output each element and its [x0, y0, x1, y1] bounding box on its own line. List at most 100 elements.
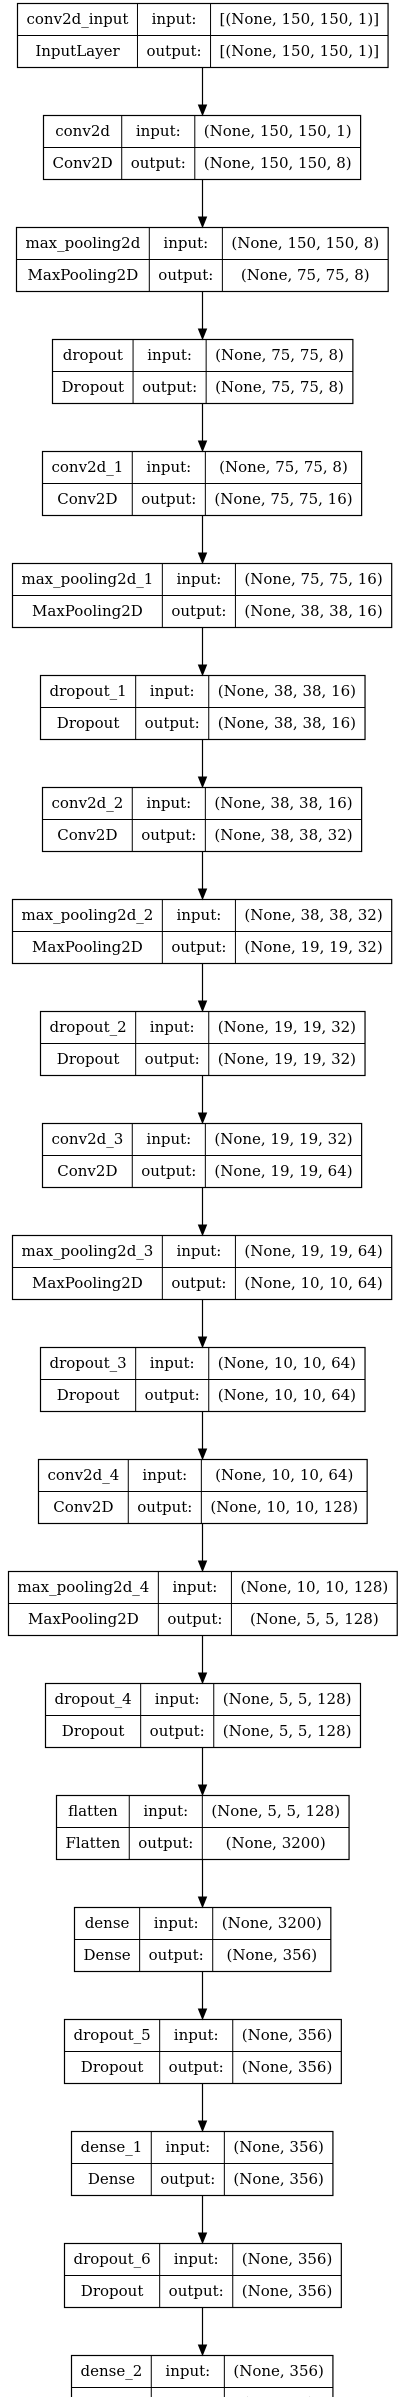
connection-arrow	[197, 2083, 208, 2133]
input-shape: (None, 356)	[242, 2250, 333, 2268]
input-shape: (None, 356)	[242, 2026, 333, 2044]
input-port-label: input:	[165, 2362, 210, 2380]
arrow-head-icon	[197, 2344, 208, 2357]
connection-arrow	[197, 1299, 208, 1349]
arrow-head-icon	[197, 1336, 208, 1349]
input-shape: (None, 38, 38, 32)	[244, 906, 382, 924]
layer-type: Dense	[84, 1946, 131, 1964]
input-port-label: input:	[136, 122, 181, 140]
input-shape: [(None, 150, 150, 1)]	[220, 10, 380, 28]
layer-type: Dropout	[62, 1722, 125, 1740]
input-port-label: input:	[147, 346, 192, 364]
arrow-head-icon	[197, 440, 208, 453]
layer-type: MaxPooling2D	[32, 938, 143, 956]
output-shape: (None, 38, 38, 16)	[244, 602, 382, 620]
layer-name: dropout_1	[50, 682, 127, 700]
output-shape: (None, 75, 75, 16)	[214, 490, 352, 508]
layer-type: InputLayer	[35, 42, 120, 60]
layer-type: Dropout	[81, 2058, 144, 2076]
arrow-head-icon	[197, 1448, 208, 1461]
output-port-label: output:	[150, 1722, 205, 1740]
output-shape: (None, 10, 10, 64)	[218, 1386, 356, 1404]
layer-name: max_pooling2d_2	[22, 906, 154, 924]
output-shape: (None, 356)	[226, 1946, 317, 1964]
connection-arrow	[197, 1859, 208, 1909]
output-port-label: output:	[131, 154, 186, 172]
arrow-head-icon	[197, 2232, 208, 2245]
input-port-label: input:	[150, 1354, 195, 1372]
layer-name: conv2d_1	[52, 458, 124, 476]
connection-arrow	[197, 2195, 208, 2245]
arrow-head-icon	[197, 1672, 208, 1685]
input-shape: (None, 150, 150, 8)	[231, 234, 379, 252]
layer-name: conv2d_4	[48, 1466, 120, 1484]
layer-name: conv2d	[55, 122, 110, 140]
output-port-label: output:	[160, 2394, 215, 2397]
output-shape: (None, 10, 10, 128)	[210, 1498, 358, 1516]
connection-arrow	[197, 627, 208, 677]
input-shape: (None, 75, 75, 8)	[219, 458, 348, 476]
input-port-label: input:	[163, 234, 208, 252]
output-shape: (None, 10, 10, 64)	[244, 1274, 382, 1292]
input-port-label: input:	[146, 1130, 191, 1148]
input-port-label: input:	[165, 2138, 210, 2156]
input-port-label: input:	[150, 682, 195, 700]
arrow-head-icon	[197, 2120, 208, 2133]
connection-arrow	[197, 1971, 208, 2021]
connection-arrow	[197, 403, 208, 453]
output-shape: [(None, 150, 150, 1)]	[220, 42, 380, 60]
layer-name: flatten	[68, 1802, 118, 1820]
layer-type: Conv2D	[53, 1498, 113, 1516]
connection-arrow	[197, 291, 208, 341]
arrow-head-icon	[197, 328, 208, 341]
input-shape: (None, 38, 38, 16)	[218, 682, 356, 700]
layer-type: Dropout	[81, 2282, 144, 2300]
layer-name: max_pooling2d_3	[22, 1242, 154, 1260]
layer-node-max_pooling2d_3: max_pooling2d_3MaxPooling2Dinput:output:…	[11, 1234, 393, 1301]
output-shape: (None, 5, 5, 128)	[223, 1722, 352, 1740]
arrow-head-icon	[197, 552, 208, 565]
layer-name: dense_1	[81, 2138, 143, 2156]
layer-type: Conv2D	[57, 1162, 117, 1180]
layer-type: Dense	[88, 2394, 135, 2397]
input-port-label: input:	[174, 2026, 219, 2044]
output-port-label: output:	[142, 378, 197, 396]
layer-type: Conv2D	[53, 154, 113, 172]
arrow-head-icon	[197, 664, 208, 677]
output-shape: (None, 3200)	[226, 1834, 326, 1852]
input-port-label: input:	[174, 2250, 219, 2268]
output-port-label: output:	[169, 2282, 224, 2300]
layer-name: dropout	[63, 346, 123, 364]
layer-type: Conv2D	[57, 826, 117, 844]
input-shape: (None, 10, 10, 64)	[218, 1354, 356, 1372]
input-shape: (None, 19, 19, 32)	[218, 1018, 356, 1036]
input-shape: (None, 150, 150, 1)	[204, 122, 352, 140]
input-port-label: input:	[150, 1018, 195, 1036]
output-port-label: output:	[138, 1834, 193, 1852]
output-port-label: output:	[146, 42, 201, 60]
output-shape: (None, 1)	[243, 2394, 314, 2397]
output-shape: (None, 356)	[233, 2170, 324, 2188]
layer-type: MaxPooling2D	[28, 266, 139, 284]
output-port-label: output:	[141, 1162, 196, 1180]
layer-type: Dropout	[57, 1050, 120, 1068]
layer-name: dropout_6	[74, 2250, 151, 2268]
input-port-label: input:	[146, 794, 191, 812]
layer-type: Dense	[88, 2170, 135, 2188]
input-shape: (None, 19, 19, 32)	[214, 1130, 352, 1148]
layer-type: MaxPooling2D	[32, 1274, 143, 1292]
connection-arrow	[197, 1747, 208, 1797]
output-shape: (None, 19, 19, 64)	[214, 1162, 352, 1180]
arrow-head-icon	[197, 104, 208, 117]
input-port-label: input:	[172, 1578, 217, 1596]
connection-arrow	[197, 1187, 208, 1237]
